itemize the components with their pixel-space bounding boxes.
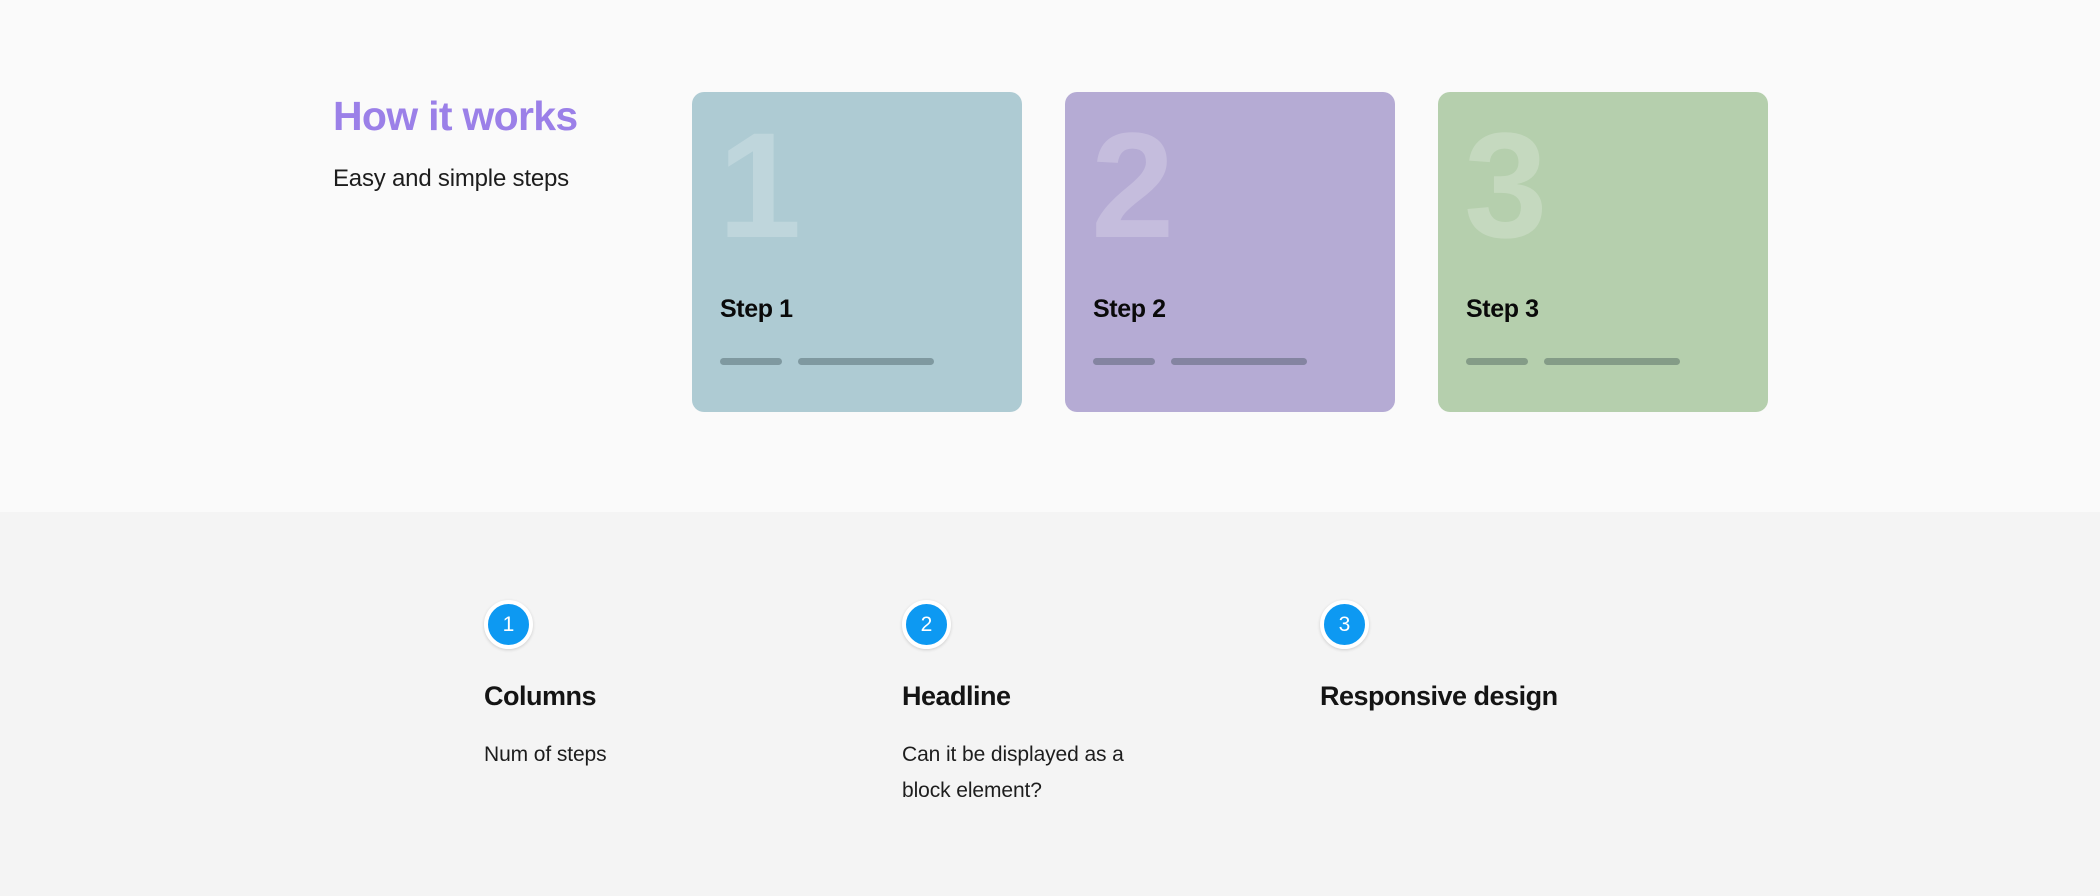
feature-title: Headline <box>902 681 1011 711</box>
step-label: Step 1 <box>720 295 793 323</box>
placeholder-bar-long <box>1171 358 1307 365</box>
feature-list: 1 Columns Num of steps 2 Headline Can it… <box>484 600 1738 808</box>
step-label: Step 3 <box>1466 295 1539 323</box>
step-label: Step 2 <box>1093 295 1166 323</box>
step-number-watermark: 3 <box>1464 101 1547 269</box>
feature-title: Responsive design <box>1320 681 1558 711</box>
feature-number-badge: 3 <box>1320 600 1369 649</box>
step-placeholder-bars <box>1093 358 1307 365</box>
step-card[interactable]: 3 Step 3 <box>1438 92 1768 412</box>
how-it-works-section: How it works Easy and simple steps 1 Ste… <box>333 92 1768 412</box>
feature-number-badge: 1 <box>484 600 533 649</box>
feature-description: Num of steps <box>484 743 607 766</box>
feature-title: Columns <box>484 681 597 711</box>
step-card-list: 1 Step 1 2 Step 2 3 Step 3 <box>692 92 1768 412</box>
feature-number-badge: 2 <box>902 600 951 649</box>
feature-item[interactable]: 3 Responsive design <box>1320 600 1738 808</box>
step-placeholder-bars <box>720 358 934 365</box>
feature-description: Can it be displayed as a block element? <box>902 743 1124 802</box>
step-placeholder-bars <box>1466 358 1680 365</box>
placeholder-bar-short <box>1093 358 1155 365</box>
step-card[interactable]: 1 Step 1 <box>692 92 1022 412</box>
features-section: 1 Columns Num of steps 2 Headline Can it… <box>0 512 2100 896</box>
step-card[interactable]: 2 Step 2 <box>1065 92 1395 412</box>
step-number-watermark: 2 <box>1091 101 1174 269</box>
step-number-watermark: 1 <box>718 101 801 269</box>
feature-item[interactable]: 2 Headline Can it be displayed as a bloc… <box>902 600 1320 808</box>
page-title: How it works <box>333 93 578 139</box>
placeholder-bar-long <box>1544 358 1680 365</box>
intro-block: How it works Easy and simple steps <box>333 92 643 196</box>
placeholder-bar-short <box>720 358 782 365</box>
feature-item[interactable]: 1 Columns Num of steps <box>484 600 902 808</box>
placeholder-bar-short <box>1466 358 1528 365</box>
placeholder-bar-long <box>798 358 934 365</box>
page-subtitle: Easy and simple steps <box>333 165 569 193</box>
